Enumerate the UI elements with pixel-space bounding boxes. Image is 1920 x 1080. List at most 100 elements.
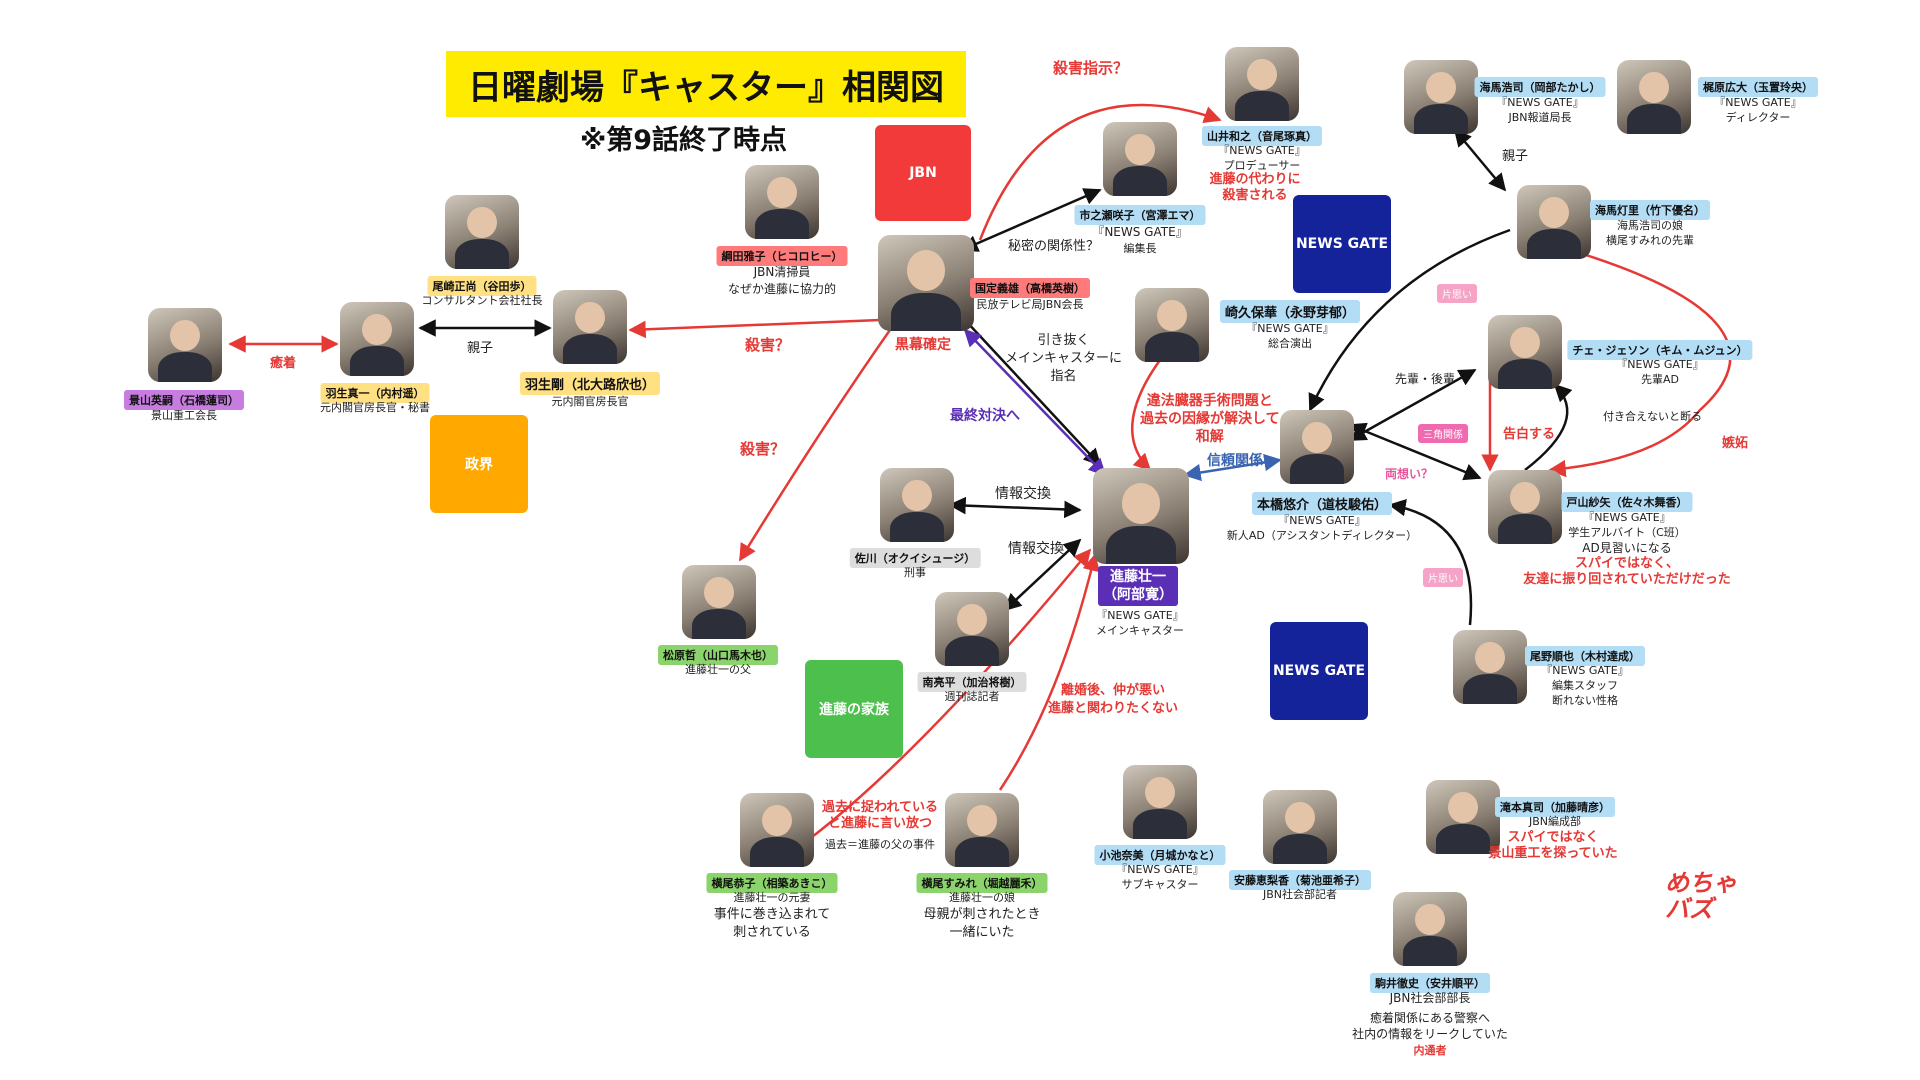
koike-desc-1: 『NEWS GATE』	[1116, 863, 1204, 876]
group-jbn: JBN	[875, 125, 971, 221]
label-oyako-habu: 親子	[467, 341, 494, 356]
kageyama-desc: 景山重工会長	[151, 409, 217, 422]
edge-oyako-kaiba	[1453, 128, 1507, 192]
motohashi-desc-1: 『NEWS GATE』	[1278, 514, 1366, 527]
label-ihou: 違法臓器手術問題と 過去の因縁が解決して 和解	[1140, 393, 1280, 445]
label-senpai: 先輩・後輩	[1395, 372, 1456, 386]
komai-desc-3: 社内の情報をリークしていた	[1352, 1027, 1508, 1041]
kaiba-koji-photo	[1404, 60, 1478, 134]
yokoo-sumire-desc-3: 一緒にいた	[949, 925, 1015, 940]
ohyo-photo	[1453, 630, 1527, 704]
logo-line-1: めちゃ	[1665, 869, 1737, 897]
minami-desc: 週刊誌記者	[944, 690, 1000, 703]
shindo-desc-1: 『NEWS GATE』	[1096, 609, 1184, 622]
komai-name: 駒井徹史（安井順平）	[1370, 973, 1490, 993]
label-kokuhaku: 告白する	[1503, 427, 1556, 442]
koike-photo	[1123, 765, 1197, 839]
label-shinrai: 信頼関係	[1207, 453, 1263, 469]
shindo-desc-2: メインキャスター	[1096, 624, 1184, 637]
ohyo-desc-1: 『NEWS GATE』	[1541, 664, 1629, 677]
takimoto-note: スパイではなく 景山重工を探っていた	[1488, 830, 1618, 861]
label-rikon: 離婚後、仲が悪い 進藤と関わりたくない	[1048, 683, 1179, 716]
group-news-gate-1: NEWS GATE	[1293, 195, 1391, 293]
toyama-note: スパイではなく、 友達に振り回されていただけだった	[1523, 556, 1731, 587]
label-satsugai-matsubara: 殺害？	[740, 440, 786, 458]
yokoo-kyoko-desc-2: 事件に巻き込まれて	[713, 907, 831, 922]
yokoo-sumire-desc-1: 進藤壮一の娘	[949, 891, 1015, 904]
minami-name: 南亮平（加治将樹）	[917, 672, 1027, 692]
yokoo-kyoko-desc-3: 刺されている	[733, 925, 811, 940]
matsubara-photo	[682, 565, 756, 639]
group-shindo-family: 進藤の家族	[805, 660, 903, 758]
kajiwara-desc-1: 『NEWS GATE』	[1714, 96, 1802, 109]
yokoo-sumire-name: 横尾すみれ（堀越麗禾）	[916, 873, 1048, 893]
sakiku-desc-2: 総合演出	[1268, 337, 1312, 350]
edge-sakiku-shindo	[1131, 359, 1162, 472]
label-shitto: 嫉妬	[1722, 436, 1749, 451]
shindo-name: 進藤壮一 （阿部寛）	[1098, 566, 1178, 606]
kageyama-name: 景山英嗣（石橋蓮司）	[124, 390, 244, 410]
yokoo-past-note-2: 過去＝進藤の父の事件	[825, 838, 935, 851]
toyama-desc-3: AD見習いになる	[1582, 541, 1672, 555]
ozaki-name: 尾崎正尚（谷田歩）	[427, 276, 537, 296]
yamai-note: 進藤の代わりに 殺害される	[1209, 172, 1301, 203]
kaiba-akari-desc-1: 海馬浩司の娘	[1617, 219, 1683, 232]
edge-saishu	[963, 328, 1107, 477]
edge-kunisada-habu	[628, 318, 881, 339]
edge-joho1	[948, 496, 1082, 519]
matsubara-name: 松原哲（山口馬木也）	[658, 645, 778, 665]
tag-kataomoi-2: 片思い	[1423, 568, 1463, 587]
label-joho1: 情報交換	[995, 486, 1051, 502]
ohyo-desc-2: 編集スタッフ	[1552, 679, 1618, 692]
tag-sankaku: 三角関係	[1418, 424, 1468, 443]
toyama-desc-1: 『NEWS GATE』	[1583, 511, 1671, 524]
site-logo: めちゃ バズ	[1665, 870, 1737, 922]
ohyo-name: 尾野順也（木村達成）	[1525, 646, 1645, 666]
label-oyako-kaiba: 親子	[1502, 149, 1529, 164]
kageyama-photo	[148, 308, 222, 382]
ichinose-desc-1: 『NEWS GATE』	[1092, 225, 1188, 239]
label-saishu: 最終対決へ	[950, 408, 1020, 424]
kaiba-koji-name: 海馬浩司（岡部たかし）	[1474, 77, 1606, 97]
tsunada-name: 綱田雅子（ヒコロヒー）	[716, 246, 848, 266]
motohashi-desc-2: 新人AD（アシスタントディレクター）	[1226, 529, 1418, 542]
koike-name: 小池奈美（月城かなと）	[1094, 845, 1226, 865]
kaiba-akari-name: 海馬灯里（竹下優名）	[1590, 200, 1710, 220]
komai-note: 内通者	[1413, 1044, 1447, 1057]
diagram-subtitle: ※第9話終了時点	[580, 125, 788, 156]
choi-photo	[1488, 315, 1562, 389]
choi-desc-1: 『NEWS GATE』	[1616, 358, 1704, 371]
yamai-desc-1: 『NEWS GATE』	[1218, 144, 1306, 157]
edge-joho2	[1003, 538, 1082, 612]
motohashi-photo	[1280, 410, 1354, 484]
kaiba-koji-desc-2: JBN報道局長	[1508, 111, 1572, 124]
minami-photo	[935, 592, 1009, 666]
diagram-title: 日曜劇場『キャスター』相関図	[446, 51, 966, 117]
sagawa-name: 佐川（オクイシュージ）	[849, 548, 981, 568]
edge-ryouomoi	[1348, 422, 1482, 481]
komai-desc-2: 癒着関係にある警察へ	[1369, 1011, 1491, 1025]
ozaki-photo	[445, 195, 519, 269]
edge-shinrai	[1183, 453, 1282, 482]
toyama-desc-2: 学生アルバイト（C班）	[1568, 526, 1686, 539]
ando-photo	[1263, 790, 1337, 864]
edge-sumire-shindo	[998, 553, 1100, 791]
kajiwara-name: 梶原広大（玉置玲央）	[1698, 77, 1818, 97]
yamai-name: 山井和之（音尾琢真）	[1202, 126, 1322, 146]
habu-tsuyoshi-photo	[553, 290, 627, 364]
kajiwara-photo	[1617, 60, 1691, 134]
koike-desc-2: サブキャスター	[1121, 878, 1199, 891]
ichinose-photo	[1103, 122, 1177, 196]
choi-desc-2: 先輩AD	[1641, 373, 1679, 386]
takimoto-desc: JBN編成部	[1528, 815, 1582, 828]
ichinose-desc-2: 編集長	[1123, 242, 1157, 255]
yokoo-kyoko-desc-1: 進藤壮一の元妻	[733, 891, 811, 904]
toyama-name: 戸山紗矢（佐々木舞香）	[1561, 492, 1693, 512]
edge-tsukiau	[1524, 383, 1573, 471]
yamai-photo	[1225, 47, 1299, 121]
tsunada-desc-2: なぜか進藤に協力的	[727, 282, 837, 296]
sagawa-photo	[880, 468, 954, 542]
shindo-photo	[1093, 468, 1189, 564]
habu-tsuyoshi-desc: 元内閣官房長官	[551, 395, 629, 408]
yokoo-kyoko-photo	[740, 793, 814, 867]
